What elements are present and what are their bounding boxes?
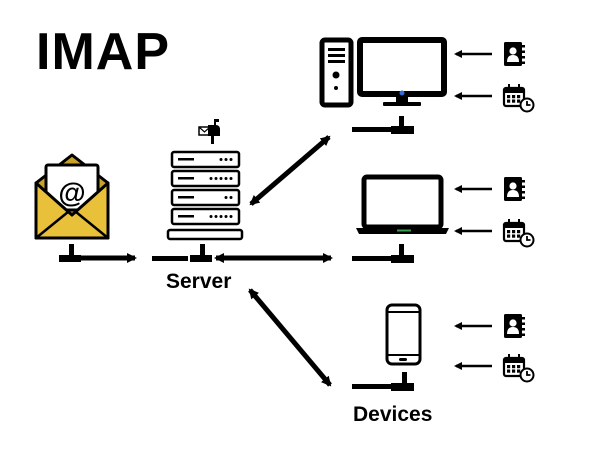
phone-sync-row <box>454 354 535 383</box>
desktop-connector <box>352 116 414 134</box>
desktop-sync-row <box>454 42 525 66</box>
mailbox-icon <box>198 119 220 144</box>
server-label: Server <box>166 270 232 293</box>
diagram-title: IMAP <box>36 23 170 81</box>
contacts-book-icon <box>504 177 525 201</box>
calendar-clock-icon <box>502 84 535 113</box>
laptop-sync-row <box>454 219 535 248</box>
calendar-clock-icon <box>502 219 535 248</box>
phone-connector <box>352 372 414 391</box>
server-connector <box>152 244 212 262</box>
laptop-sync-row <box>454 177 525 201</box>
contacts-book-icon <box>504 42 525 66</box>
laptop-connector <box>352 244 414 263</box>
calendar-clock-icon <box>502 354 535 383</box>
email-connector <box>59 244 137 263</box>
smartphone-icon <box>385 303 422 366</box>
laptop-icon <box>356 174 449 234</box>
phone-sync-row <box>454 314 525 338</box>
desktop-sync-row <box>454 84 535 113</box>
svg-text:@: @ <box>58 177 85 208</box>
contacts-book-icon <box>504 314 525 338</box>
arrow-server-phone <box>248 288 332 387</box>
arrow-server-desktop <box>249 135 331 206</box>
open-envelope-at-icon: @ <box>34 153 110 240</box>
desktop-computer-icon <box>319 37 447 108</box>
devices-label: Devices <box>353 403 433 426</box>
server-rack-icon <box>166 150 244 241</box>
